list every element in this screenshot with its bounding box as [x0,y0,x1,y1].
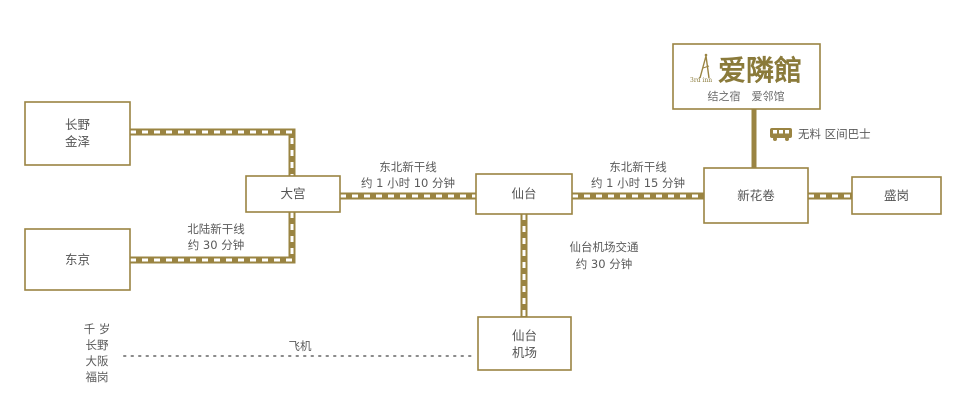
origin-airport-4: 福岗 [86,370,109,384]
route-label-airport-1: 仙台机场交通 [570,240,639,254]
node-label-nagano: 长野 [65,117,91,132]
node-label-sendai-airport-1: 仙台 [512,328,537,343]
node-shin-hanamaki: 新花卷 [703,167,809,224]
route-label-plane: 飞机 [289,339,312,353]
node-label-sendai-airport-2: 机场 [512,345,537,360]
node-nagano-kanazawa: 长野 金泽 [24,101,131,166]
rail-tracks [130,128,852,317]
route-label-tohoku2-1: 东北新干线 [609,160,667,174]
node-omiya: 大宫 [245,175,341,213]
origin-airport-2: 长野 [86,338,109,352]
node-label-sendai: 仙台 [511,186,536,201]
hotel-logo-mark: 爱隣館 [718,54,802,87]
route-label-hokuriku-2: 约 30 分钟 [188,238,244,252]
track-dash-overlay [130,212,294,262]
hotel-logo-icon [699,53,710,79]
node-tokyo: 东京 [24,228,131,291]
node-label-tokyo: 东京 [65,252,90,267]
node-label-omiya: 大宫 [280,186,305,201]
track-nagano-omiya [130,128,296,176]
track-tokyo-omiya [130,212,296,264]
hotel-logo-box: 3rd inn 爱隣館 结之宿 爱邻馆 [672,43,821,110]
route-label-airport-2: 约 30 分钟 [576,257,632,271]
node-morioka: 盛岗 [851,176,942,215]
route-label-hokuriku-1: 北陆新干线 [187,222,245,236]
route-label-tohoku1-2: 约 1 小时 10 分钟 [361,176,455,190]
node-sendai-airport: 仙台 机场 [477,316,572,371]
hotel-logo-tiny: 3rd inn [690,77,712,84]
route-label-tohoku2-2: 约 1 小时 15 分钟 [591,176,685,190]
origin-airport-3: 大阪 [86,354,109,368]
bus-icon [770,128,792,141]
origin-airport-1: 千 岁 [84,322,111,336]
node-label-morioka: 盛岗 [884,188,909,203]
node-label-shin-hanamaki: 新花卷 [737,188,775,203]
route-label-tohoku1-1: 东北新干线 [379,160,437,174]
bus-label: 无料 区间巴士 [798,127,871,141]
hotel-logo-sub: 结之宿 爱邻馆 [708,89,785,103]
node-label-kanazawa: 金泽 [65,134,90,149]
node-sendai: 仙台 [475,173,573,215]
track-dash-overlay [130,130,294,176]
